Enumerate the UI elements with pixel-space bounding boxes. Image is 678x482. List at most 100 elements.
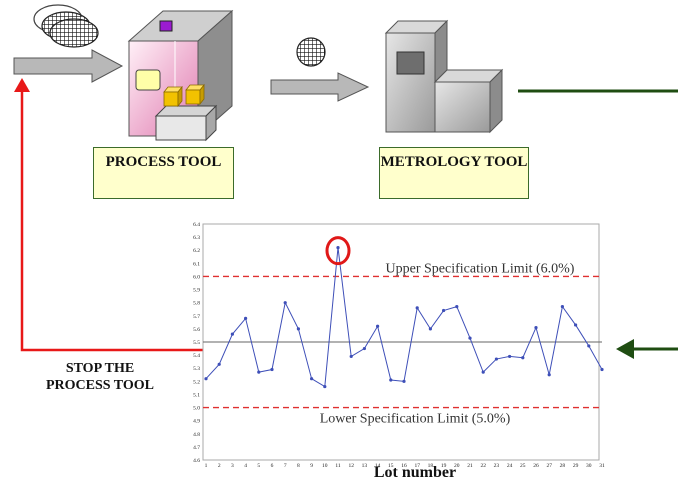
x-tick-label: 10 [322, 463, 328, 469]
measurement-arrow [616, 339, 678, 359]
x-tick-label: 20 [454, 463, 460, 469]
data-point [494, 357, 498, 361]
data-point [455, 305, 459, 309]
x-tick-label: 16 [401, 463, 407, 469]
x-tick-label: 9 [310, 463, 313, 469]
data-point [574, 323, 578, 327]
y-tick-label: 5.2 [193, 379, 200, 385]
x-tick-label: 27 [546, 463, 552, 469]
data-point [560, 305, 564, 309]
x-tick-label: 1 [205, 463, 208, 469]
data-point [323, 384, 327, 389]
y-tick-label: 4.6 [193, 458, 200, 464]
data-point [230, 332, 234, 336]
x-tick-label: 28 [560, 463, 566, 469]
x-tick-label: 13 [362, 463, 368, 469]
x-tick-label: 2 [218, 463, 221, 469]
data-point [534, 325, 538, 330]
x-tick-label: 26 [533, 463, 539, 469]
data-point [402, 379, 406, 383]
metrology-tool-label-text: METROLOGY TOOL [380, 154, 528, 170]
y-tick-label: 6.4 [193, 222, 200, 228]
data-point [296, 327, 300, 331]
data-point [244, 316, 248, 320]
x-axis-label: Lot number [374, 464, 456, 481]
process-tool-label-text: PROCESS TOOL [105, 154, 222, 170]
y-tick-label: 4.7 [193, 445, 200, 451]
wafer-stack-icon [33, 4, 99, 48]
y-tick-label: 5.6 [193, 327, 200, 333]
x-tick-label: 18 [428, 463, 434, 469]
input-arrow [13, 49, 124, 83]
stop-process-label-text: STOP THE PROCESS TOOL [45, 361, 155, 393]
y-tick-label: 5.1 [193, 392, 200, 398]
stop-process-label: STOP THE PROCESS TOOL [45, 360, 155, 394]
data-point [349, 354, 353, 359]
y-tick-label: 5.0 [193, 406, 200, 412]
y-tick-label: 6.2 [193, 248, 200, 254]
process-tool-label: PROCESS TOOL [93, 147, 234, 199]
y-tick-label: 5.3 [193, 366, 200, 372]
control-chart: 6.4 6.3 6.2 6.1 6.0 5.9 5.8 5.7 5.6 5.5 5.4 5.3 5.2 5… [193, 222, 605, 481]
lower-spec-limit-label: Lower Specification Limit (5.0%) [320, 412, 511, 427]
data-point [283, 301, 287, 305]
x-tick-label: 11 [335, 463, 341, 469]
y-tick-label: 6.1 [193, 261, 200, 267]
metrology-tool-icon [384, 19, 504, 134]
y-tick-label: 5.4 [193, 353, 200, 359]
x-tick-label: 5 [257, 463, 260, 469]
x-tick-label: 25 [520, 463, 526, 469]
data-point [362, 346, 366, 351]
x-tick-label: 19 [441, 463, 447, 469]
data-point [389, 378, 393, 382]
process-tool-icon [127, 9, 234, 142]
x-tick-label: 3 [231, 463, 234, 469]
y-tick-label: 5.7 [193, 314, 200, 320]
metrology-tool-label: METROLOGY TOOL [379, 147, 529, 199]
data-point [257, 370, 261, 374]
x-tick-label: 14 [375, 463, 381, 469]
y-tick-label: 5.9 [193, 288, 200, 294]
data-point [481, 370, 485, 374]
x-tick-label: 17 [414, 463, 420, 469]
x-tick-label: 29 [573, 463, 579, 469]
y-tick-label: 5.8 [193, 301, 200, 307]
y-tick-label: 4.9 [193, 419, 200, 425]
x-tick-label: 21 [467, 463, 473, 469]
x-tick-label: 31 [599, 463, 605, 469]
y-tick-label: 6.0 [193, 274, 200, 280]
data-point [217, 362, 221, 366]
x-tick-label: 12 [348, 463, 354, 469]
x-tick-label: 8 [297, 463, 300, 469]
upper-spec-limit-label: Upper Specification Limit (6.0%) [386, 261, 575, 276]
y-tick-label: 5.5 [193, 340, 200, 346]
x-tick-label: 30 [586, 463, 592, 469]
out-of-spec-highlight [325, 236, 351, 266]
data-point [587, 344, 591, 348]
data-point [376, 324, 380, 328]
data-point [310, 377, 314, 381]
x-tick-label: 7 [284, 463, 287, 469]
wafer-icon [296, 37, 326, 67]
data-point [428, 327, 432, 331]
x-tick-label: 4 [244, 463, 247, 469]
y-tick-label: 6.3 [193, 235, 200, 241]
transfer-arrow [270, 72, 370, 102]
data-point [204, 377, 208, 381]
x-tick-label: 23 [494, 463, 500, 469]
x-tick-label: 15 [388, 463, 394, 469]
data-point [468, 336, 472, 340]
data-point [270, 367, 274, 372]
data-point [521, 356, 525, 360]
y-tick-label: 4.8 [193, 432, 200, 438]
data-point [547, 373, 551, 377]
data-point [336, 246, 340, 250]
data-point [415, 306, 419, 310]
x-tick-label: 24 [507, 463, 513, 469]
data-point [442, 308, 446, 313]
feedback-arrow [14, 78, 212, 352]
x-tick-label: 22 [480, 463, 486, 469]
x-tick-label: 6 [271, 463, 274, 469]
data-point [508, 354, 512, 359]
